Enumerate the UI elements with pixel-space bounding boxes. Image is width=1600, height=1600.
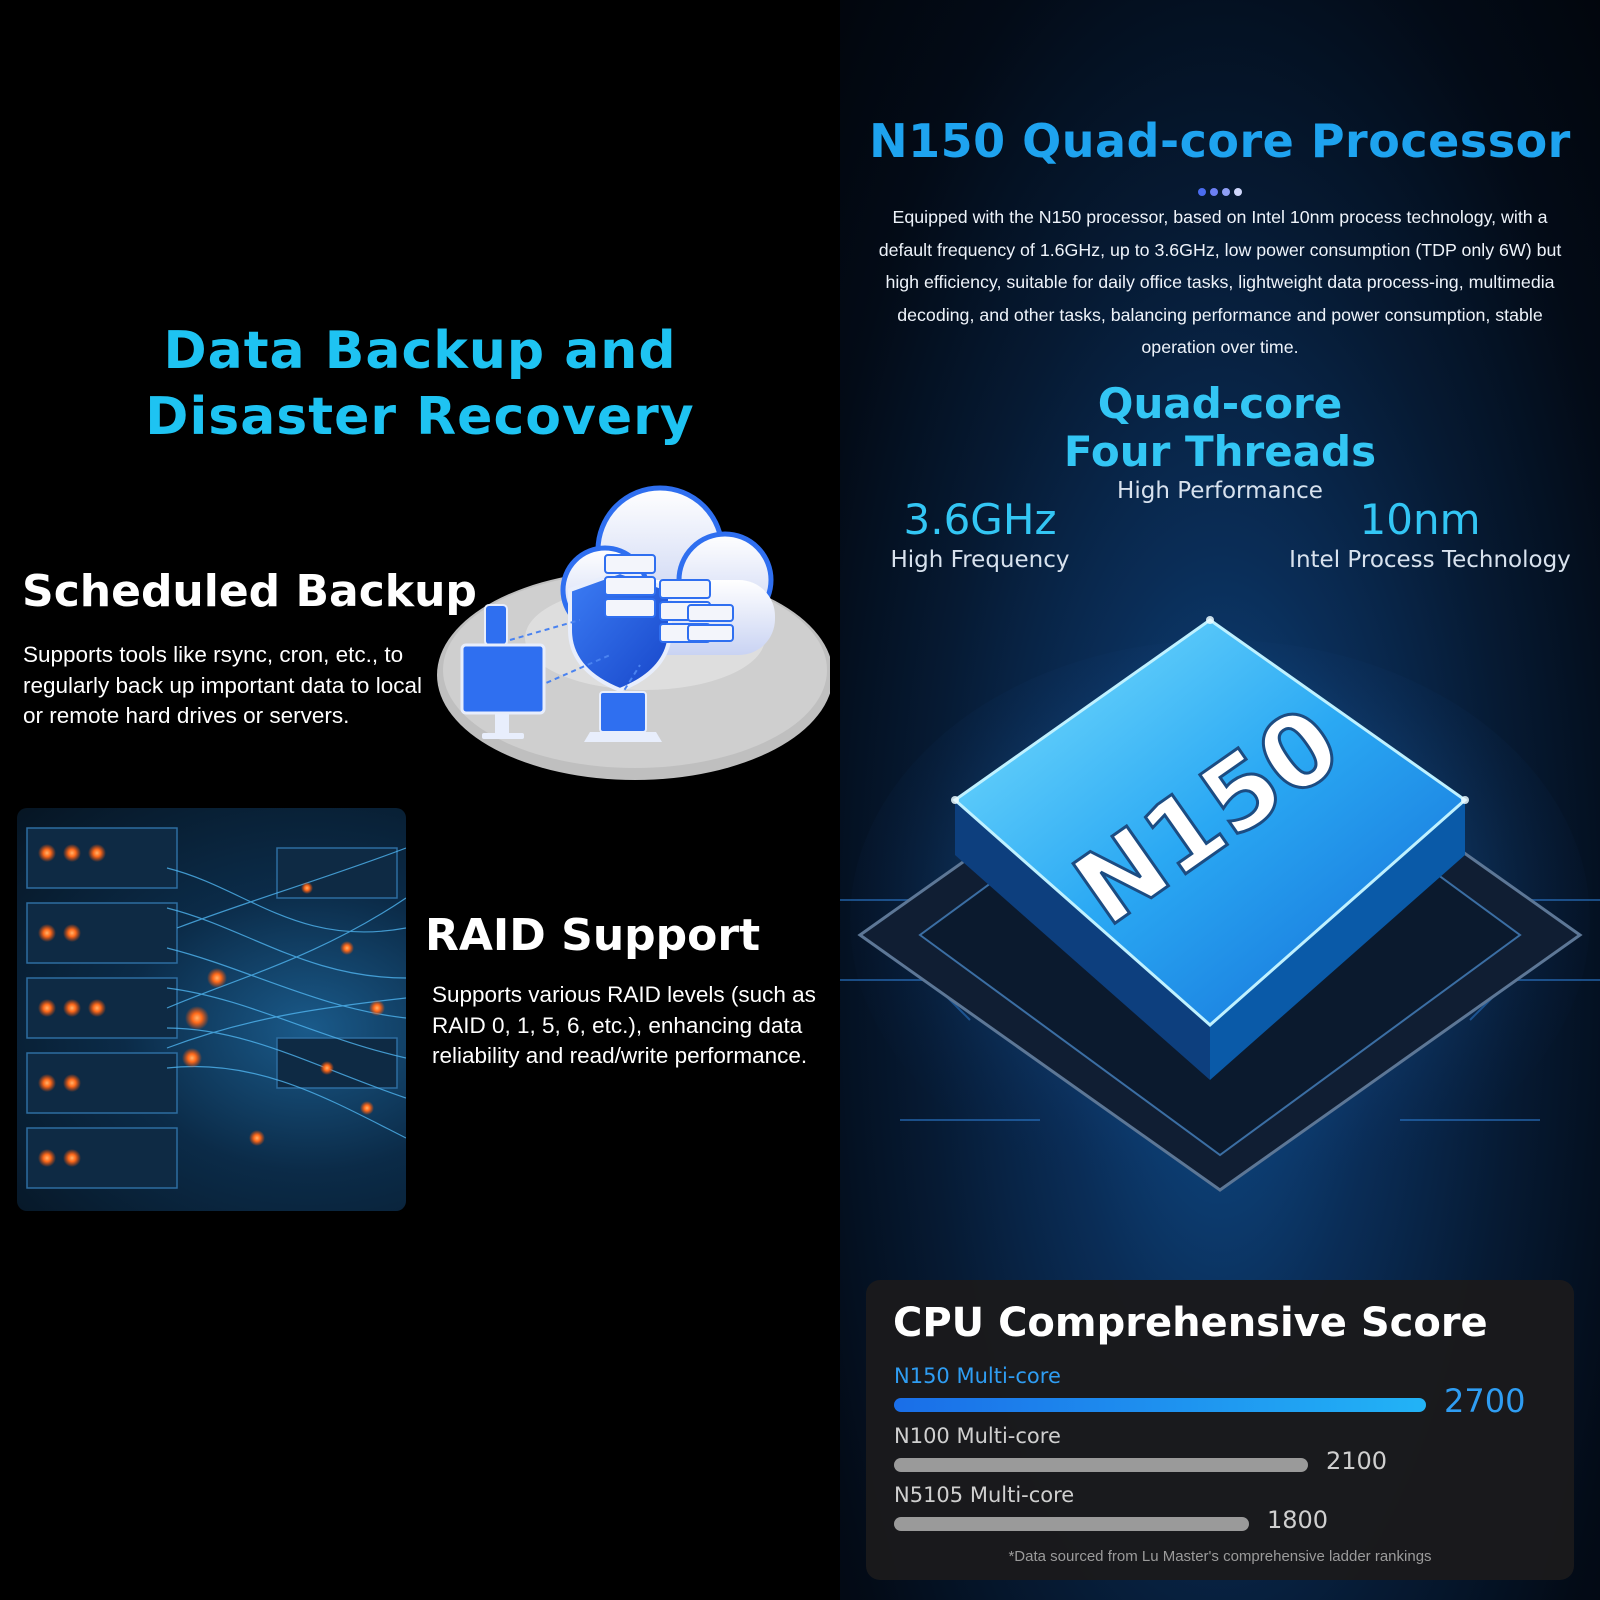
- score-bar-n5105: [894, 1517, 1249, 1531]
- cpu-score-card: CPU Comprehensive Score N150 Multi-core …: [866, 1280, 1574, 1580]
- frequency-value: 3.6GHz: [903, 495, 1057, 544]
- phone-icon: [484, 604, 508, 646]
- score-bar-n100: [894, 1458, 1308, 1472]
- backup-title-line-1: Data Backup and: [163, 321, 677, 381]
- raid-support-title: RAID Support: [425, 910, 761, 961]
- bar-value-n150: 2700: [1444, 1382, 1526, 1420]
- bar-value-n5105: 1800: [1267, 1506, 1329, 1534]
- scheduled-backup-title: Scheduled Backup: [22, 566, 477, 617]
- process-value: 10nm: [1359, 495, 1481, 544]
- quad-core-line-2: Four Threads: [1063, 427, 1377, 476]
- processor-description: Equipped with the N150 processor, based …: [878, 207, 1562, 357]
- raid-support-text: Supports various RAID levels (such as RA…: [432, 982, 816, 1068]
- process-label: Intel Process Technology: [1289, 547, 1571, 573]
- score-footnote: *Data sourced from Lu Master's comprehen…: [1008, 1548, 1432, 1565]
- backup-panel: Data Backup and Disaster Recovery Schedu…: [0, 318, 840, 1211]
- laptop-icon: [584, 691, 662, 742]
- n150-chip-graphic: N150: [840, 616, 1600, 1200]
- bar-label-n5105: N5105 Multi-core: [894, 1483, 1075, 1507]
- quad-core-title: Quad-core Four Threads: [840, 380, 1600, 476]
- bar-label-n100: N100 Multi-core: [894, 1424, 1061, 1448]
- score-card-title: CPU Comprehensive Score: [893, 1300, 1488, 1346]
- bar-label-n150: N150 Multi-core: [894, 1364, 1061, 1388]
- backup-main-title: Data Backup and Disaster Recovery: [0, 318, 840, 450]
- score-bar-n150: [894, 1398, 1426, 1412]
- high-performance-label: High Performance: [1117, 478, 1323, 504]
- desktop-monitor-icon: [460, 643, 546, 739]
- title-divider-dots: [840, 181, 1600, 200]
- backup-title-line-2: Disaster Recovery: [145, 387, 695, 447]
- processor-title: N150 Quad-core Processor: [869, 114, 1571, 168]
- scheduled-backup-text: Supports tools like rsync, cron, etc., t…: [23, 642, 422, 728]
- cloud-backup-illustration: [437, 485, 830, 780]
- server-cubes-icon: [604, 554, 734, 643]
- server-rack-photo: [17, 808, 406, 1211]
- bar-value-n100: 2100: [1326, 1447, 1388, 1475]
- quad-core-line-1: Quad-core: [1097, 379, 1343, 428]
- frequency-label: High Frequency: [890, 547, 1070, 573]
- server-rack-graphic: [26, 827, 406, 1189]
